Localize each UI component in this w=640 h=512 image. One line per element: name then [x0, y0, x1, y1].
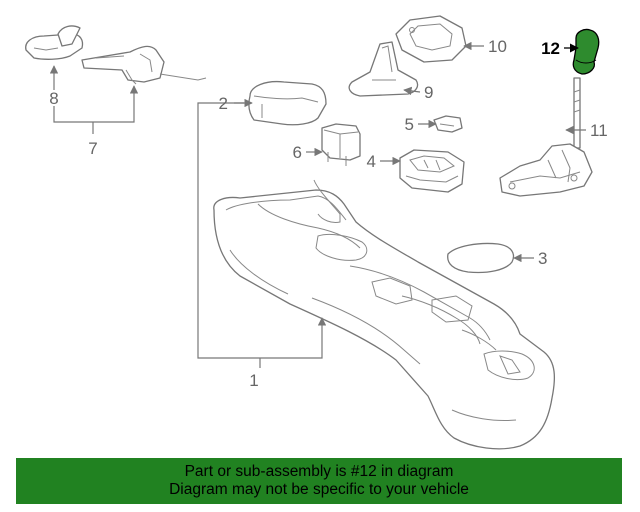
part-brake-lever-assembly[interactable] [25, 25, 207, 85]
callout-12: 12 [541, 39, 560, 58]
callout-10: 10 [488, 37, 507, 56]
callout-6: 6 [293, 143, 302, 162]
callout-1: 1 [249, 371, 258, 390]
part-panel[interactable] [447, 242, 515, 274]
part-shift-lever-assembly[interactable] [499, 77, 593, 197]
callout-labels: 1 2 3 4 5 6 7 8 9 10 11 12 [49, 37, 607, 390]
banner-line-1: Part or sub-assembly is #12 in diagram [184, 463, 454, 480]
part-console-box[interactable] [213, 179, 556, 450]
part-switch[interactable] [321, 123, 361, 166]
callout-2: 2 [219, 94, 228, 113]
banner-line-2: Diagram may not be specific to your vehi… [169, 481, 469, 498]
callout-11: 11 [590, 121, 608, 140]
part-bezel[interactable] [395, 15, 467, 63]
part-clip[interactable] [433, 115, 463, 133]
callout-4: 4 [367, 152, 376, 171]
part-switch-housing[interactable] [399, 149, 465, 193]
parts-diagram: 1 2 3 4 5 6 7 8 9 10 11 12 [25, 15, 608, 450]
leader-lines [49, 41, 586, 368]
callout-8: 8 [49, 89, 58, 108]
callout-9: 9 [424, 83, 433, 102]
part-lever-cover[interactable] [248, 80, 327, 126]
callout-5: 5 [405, 115, 414, 134]
info-banner: Part or sub-assembly is #12 in diagram D… [16, 458, 622, 504]
callout-7: 7 [88, 139, 97, 158]
part-shift-knob[interactable] [572, 28, 600, 75]
callout-3: 3 [538, 249, 547, 268]
